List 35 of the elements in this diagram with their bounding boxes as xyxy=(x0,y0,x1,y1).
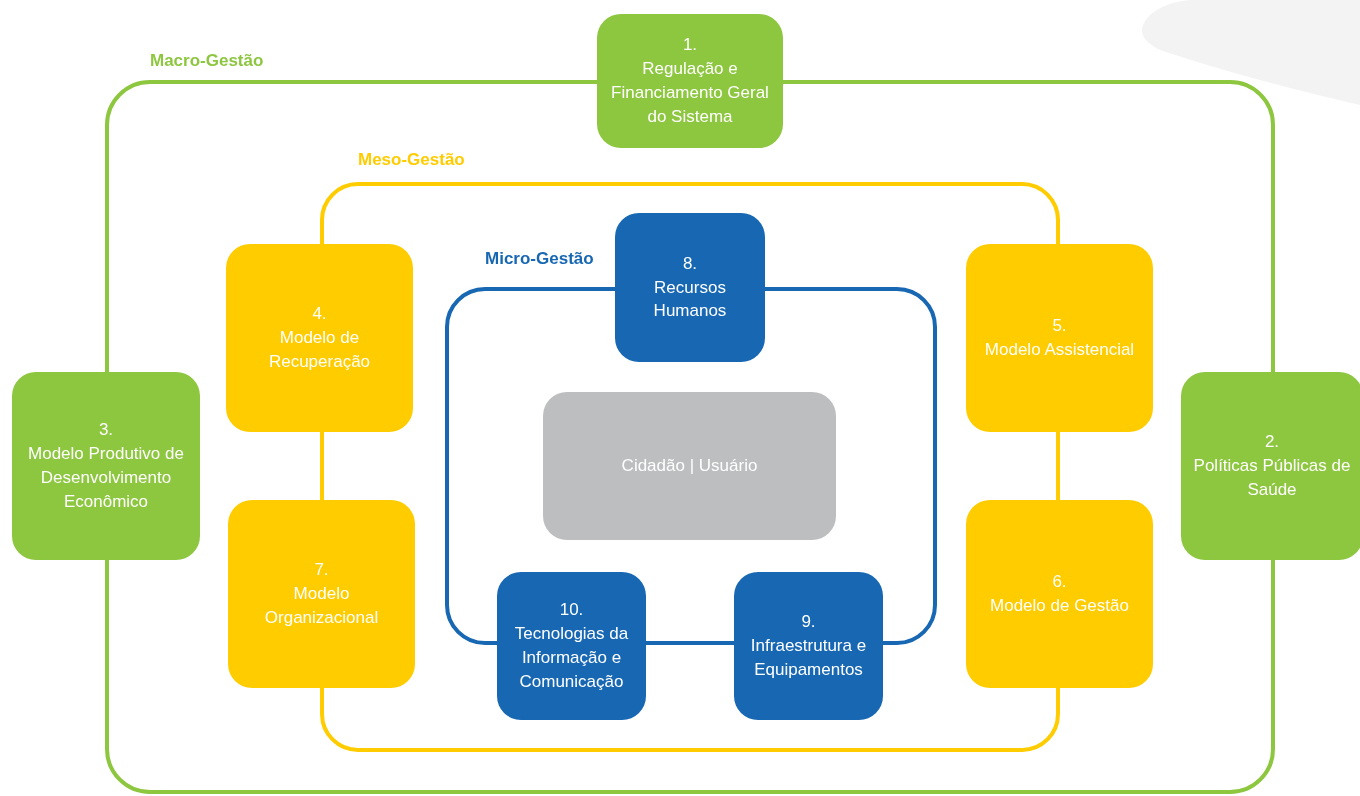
box-label: Regulação e Financiamento Geral do Sistema xyxy=(610,58,770,128)
box-number: 2. xyxy=(1264,431,1280,454)
box-number: 5. xyxy=(1052,315,1067,338)
box-label: Modelo Produtivo de Desenvolvimento Econômico xyxy=(27,443,185,513)
box-label: Tecnologias da Informação e Comunicação xyxy=(513,623,630,693)
topic-box xyxy=(226,244,413,432)
box-number: 8. xyxy=(682,252,698,275)
box-number: 6. xyxy=(1052,571,1067,594)
box-number: 4. xyxy=(312,303,327,326)
topic-box xyxy=(966,500,1153,688)
topic-box xyxy=(1181,372,1360,560)
box-label: Modelo Assistencial xyxy=(984,339,1135,361)
topic-box xyxy=(966,244,1153,432)
box-label: Modelo de Gestão xyxy=(990,595,1129,617)
topic-box xyxy=(228,500,415,688)
box-label: Modelo Organizacional xyxy=(263,583,380,629)
box-number: 7. xyxy=(314,559,329,582)
topic-box xyxy=(615,213,765,362)
topic-box xyxy=(734,572,883,720)
box-label: Políticas Públicas de Saúde xyxy=(1192,455,1352,501)
topic-box xyxy=(597,14,783,148)
group-title: Meso-Gestão xyxy=(358,150,465,170)
topic-box xyxy=(543,392,836,540)
box-number: 1. xyxy=(682,34,698,57)
box-label: Cidadão | Usuário xyxy=(621,455,758,478)
box-label: Recursos Humanos xyxy=(652,276,728,323)
box-number: 9. xyxy=(801,611,816,634)
box-number: 10. xyxy=(559,599,584,622)
box-label: Modelo de Recuperação xyxy=(267,327,372,373)
group-title: Micro-Gestão xyxy=(485,249,594,269)
box-label: Infraestrutura e Equipamentos xyxy=(749,635,868,681)
topic-box xyxy=(497,572,646,720)
topic-box xyxy=(12,372,200,560)
group-title: Macro-Gestão xyxy=(150,51,264,71)
box-number: 3. xyxy=(98,419,114,442)
